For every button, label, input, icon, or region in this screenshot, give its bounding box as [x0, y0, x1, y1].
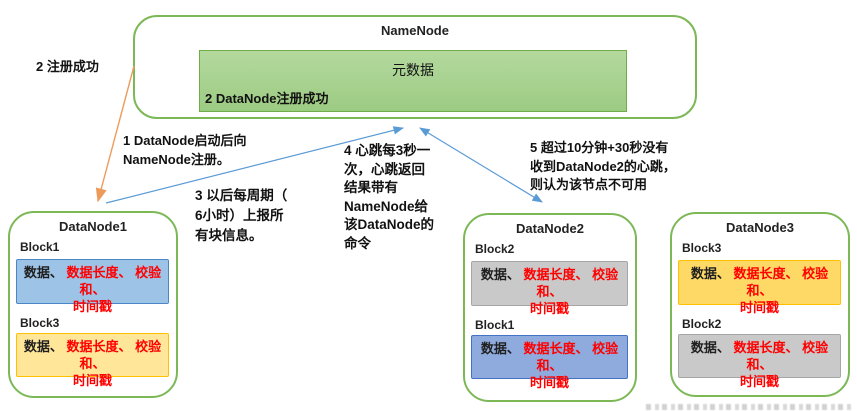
block-text-red: 数据长度、 校验和、 时间戳	[66, 265, 162, 314]
note-5-timeout: 5 超过10分钟+30秒没有 收到DataNode2的心跳， 则认为该节点不可用	[530, 140, 676, 192]
block-text-red: 数据长度、 校验和、 时间戳	[523, 341, 619, 390]
arrow-namenode-dn2-heartbeat	[419, 127, 543, 203]
metadata-box: 元数据 2 DataNode注册成功	[199, 50, 627, 112]
note-4-heartbeat: 4 心跳每3秒一 次，心跳返回 结果带有 NameNode给 该DataNode…	[344, 143, 435, 251]
datanode3-title: DataNode3	[726, 220, 794, 235]
block-data-box: 数据、 数据长度、 校验和、 时间戳	[678, 334, 841, 389]
block-text-red: 数据长度、 校验和、 时间戳	[733, 266, 829, 315]
datanode-registered-status: 2 DataNode注册成功	[205, 91, 329, 106]
datanode1-title: DataNode1	[59, 219, 127, 234]
datanode1-box: DataNode1 Block1 数据、 数据长度、 校验和、 时间戳 Bloc…	[8, 211, 178, 398]
block-text-black: 数据、	[23, 339, 67, 354]
block-text-black: 数据、	[480, 341, 524, 356]
note-register-success: 2 注册成功	[36, 59, 99, 74]
namenode-box: NameNode 元数据 2 DataNode注册成功	[133, 15, 697, 119]
block-label: Block1	[475, 318, 515, 332]
block-data-box: 数据、 数据长度、 校验和、 时间戳	[471, 335, 628, 390]
block-text-black: 数据、	[480, 267, 524, 282]
datanode3-box: DataNode3 Block3 数据、 数据长度、 校验和、 时间戳 Bloc…	[670, 212, 850, 397]
datanode2-title: DataNode2	[516, 221, 584, 236]
block-data-box: 数据、 数据长度、 校验和、 时间戳	[16, 259, 169, 314]
block-text-black: 数据、	[690, 266, 734, 281]
metadata-label: 元数据	[392, 62, 434, 78]
block-text-red: 数据长度、 校验和、 时间戳	[66, 339, 162, 388]
block-label: Block1	[20, 240, 60, 254]
block-label: Block3	[20, 316, 60, 330]
note-1-register: 1 DataNode启动后向 NameNode注册。	[123, 133, 247, 167]
block-label: Block3	[682, 241, 722, 255]
datanode2-box: DataNode2 Block2 数据、 数据长度、 校验和、 时间戳 Bloc…	[463, 213, 637, 402]
watermark-remnant	[646, 404, 851, 410]
block-text-red: 数据长度、 校验和、 时间戳	[523, 267, 619, 316]
block-label: Block2	[475, 242, 515, 256]
block-text-black: 数据、	[690, 340, 734, 355]
note-3-block-report: 3 以后每周期（ 6小时）上报所 有块信息。	[195, 188, 288, 243]
block-text-red: 数据长度、 校验和、 时间戳	[733, 340, 829, 389]
block-data-box: 数据、 数据长度、 校验和、 时间戳	[16, 333, 169, 388]
block-data-box: 数据、 数据长度、 校验和、 时间戳	[471, 261, 628, 316]
block-data-box: 数据、 数据长度、 校验和、 时间戳	[678, 260, 841, 315]
block-label: Block2	[682, 317, 722, 331]
namenode-title: NameNode	[381, 23, 449, 38]
block-text-black: 数据、	[23, 265, 67, 280]
